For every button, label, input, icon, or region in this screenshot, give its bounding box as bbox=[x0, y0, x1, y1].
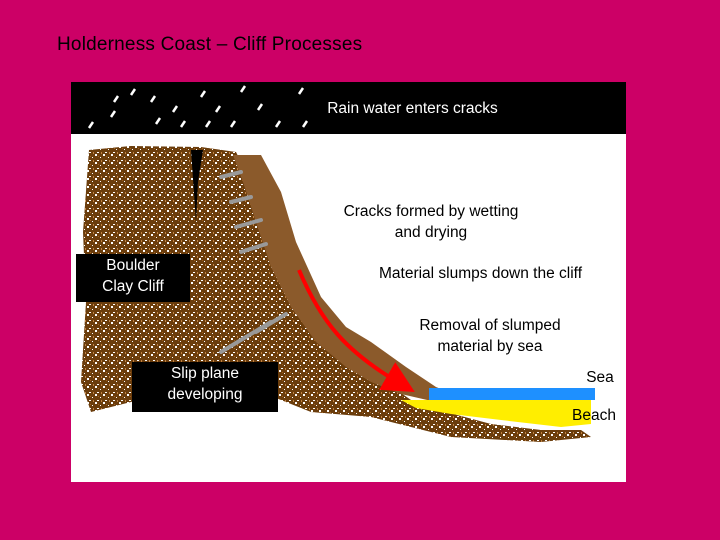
slip-plane-label: Slip plane developing bbox=[132, 362, 278, 412]
sea-label: Sea bbox=[586, 369, 614, 386]
slumped-material bbox=[233, 155, 461, 402]
page-title: Holderness Coast – Cliff Processes bbox=[57, 34, 363, 55]
sea-water bbox=[429, 388, 595, 400]
cracks-label-text: Cracks formed by wetting and drying bbox=[343, 203, 519, 241]
top-crack-icon bbox=[191, 150, 203, 222]
crack-lines bbox=[219, 170, 288, 354]
removal-label-text: Removal of slumped material by sea bbox=[419, 317, 561, 355]
boulder-clay-text: Boulder Clay Cliff bbox=[102, 257, 164, 295]
cracks-label: Cracks formed by wetting and drying bbox=[306, 201, 556, 243]
slump-arrow bbox=[297, 269, 415, 393]
slumps-label: Material slumps down the cliff bbox=[378, 265, 583, 282]
boulder-clay-label: Boulder Clay Cliff bbox=[76, 254, 190, 302]
rain-label: Rain water enters cracks bbox=[327, 100, 498, 117]
rain-drops bbox=[87, 85, 309, 129]
beach-label: Beach bbox=[572, 407, 616, 424]
slip-plane-text: Slip plane developing bbox=[167, 365, 243, 403]
removal-label: Removal of slumped material by sea bbox=[381, 315, 599, 357]
diagram-panel: Rain water enters cracks Cracks formed b… bbox=[71, 82, 626, 482]
night-sky bbox=[71, 82, 626, 134]
beach-sand bbox=[401, 400, 591, 427]
